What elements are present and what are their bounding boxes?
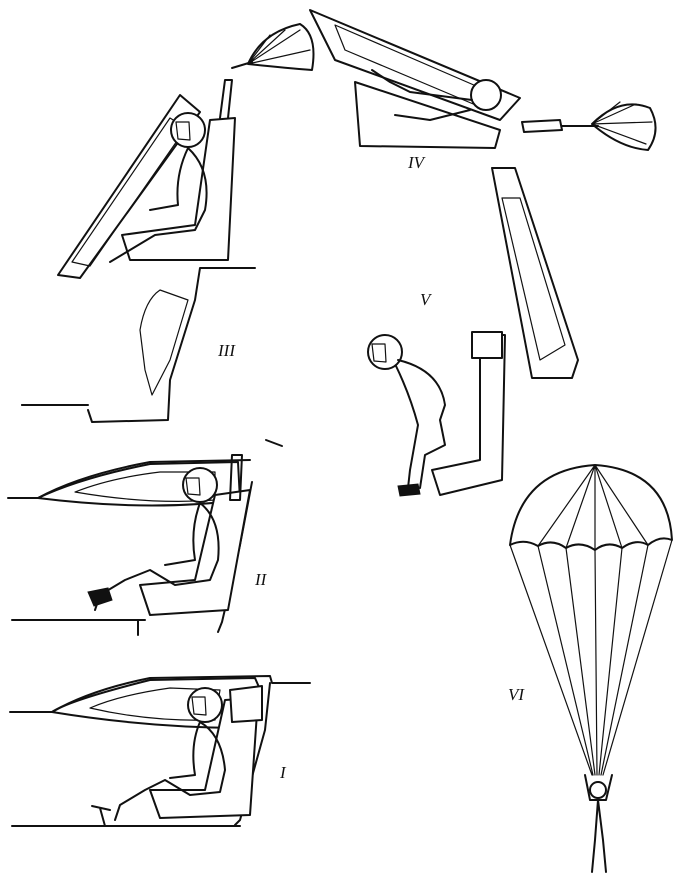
stage-5-headbox bbox=[472, 332, 502, 358]
stage-4-separation: IV bbox=[310, 10, 656, 172]
stage-3-label: III bbox=[217, 341, 236, 360]
stage-5-seat-separation: V bbox=[368, 168, 578, 496]
stage-1-fuselage-upper bbox=[10, 676, 310, 712]
stage-6-suspension-lines bbox=[510, 540, 672, 775]
stage-4-drogue-tube bbox=[522, 120, 562, 132]
stage-4-drogue-gores bbox=[592, 102, 652, 144]
stage-4-helmet bbox=[471, 80, 501, 110]
stage-2-seat bbox=[140, 490, 250, 615]
stage-1-control-stick bbox=[92, 806, 110, 826]
stage-2-label: II bbox=[254, 570, 268, 589]
stage-2-boot bbox=[88, 588, 112, 606]
stage-2-cockpit: II bbox=[8, 440, 282, 635]
stage-5-label: V bbox=[420, 290, 433, 309]
stage-6-descent: VI bbox=[508, 465, 672, 872]
stage-4-label: IV bbox=[407, 153, 427, 172]
stage-3-drogue bbox=[248, 24, 314, 70]
stage-1-headrest bbox=[230, 686, 262, 722]
stage-3-gun-tube bbox=[220, 80, 232, 118]
stage-3-helmet bbox=[171, 113, 205, 147]
stage-1-label: I bbox=[279, 763, 287, 782]
stage-6-helmet bbox=[590, 782, 606, 798]
stage-1-cockpit: I bbox=[10, 676, 310, 826]
stage-5-boot bbox=[398, 484, 420, 496]
stage-3-ejection: III bbox=[22, 24, 314, 422]
stage-6-label: VI bbox=[508, 685, 525, 704]
stage-2-jettisoned-panel bbox=[266, 440, 282, 446]
